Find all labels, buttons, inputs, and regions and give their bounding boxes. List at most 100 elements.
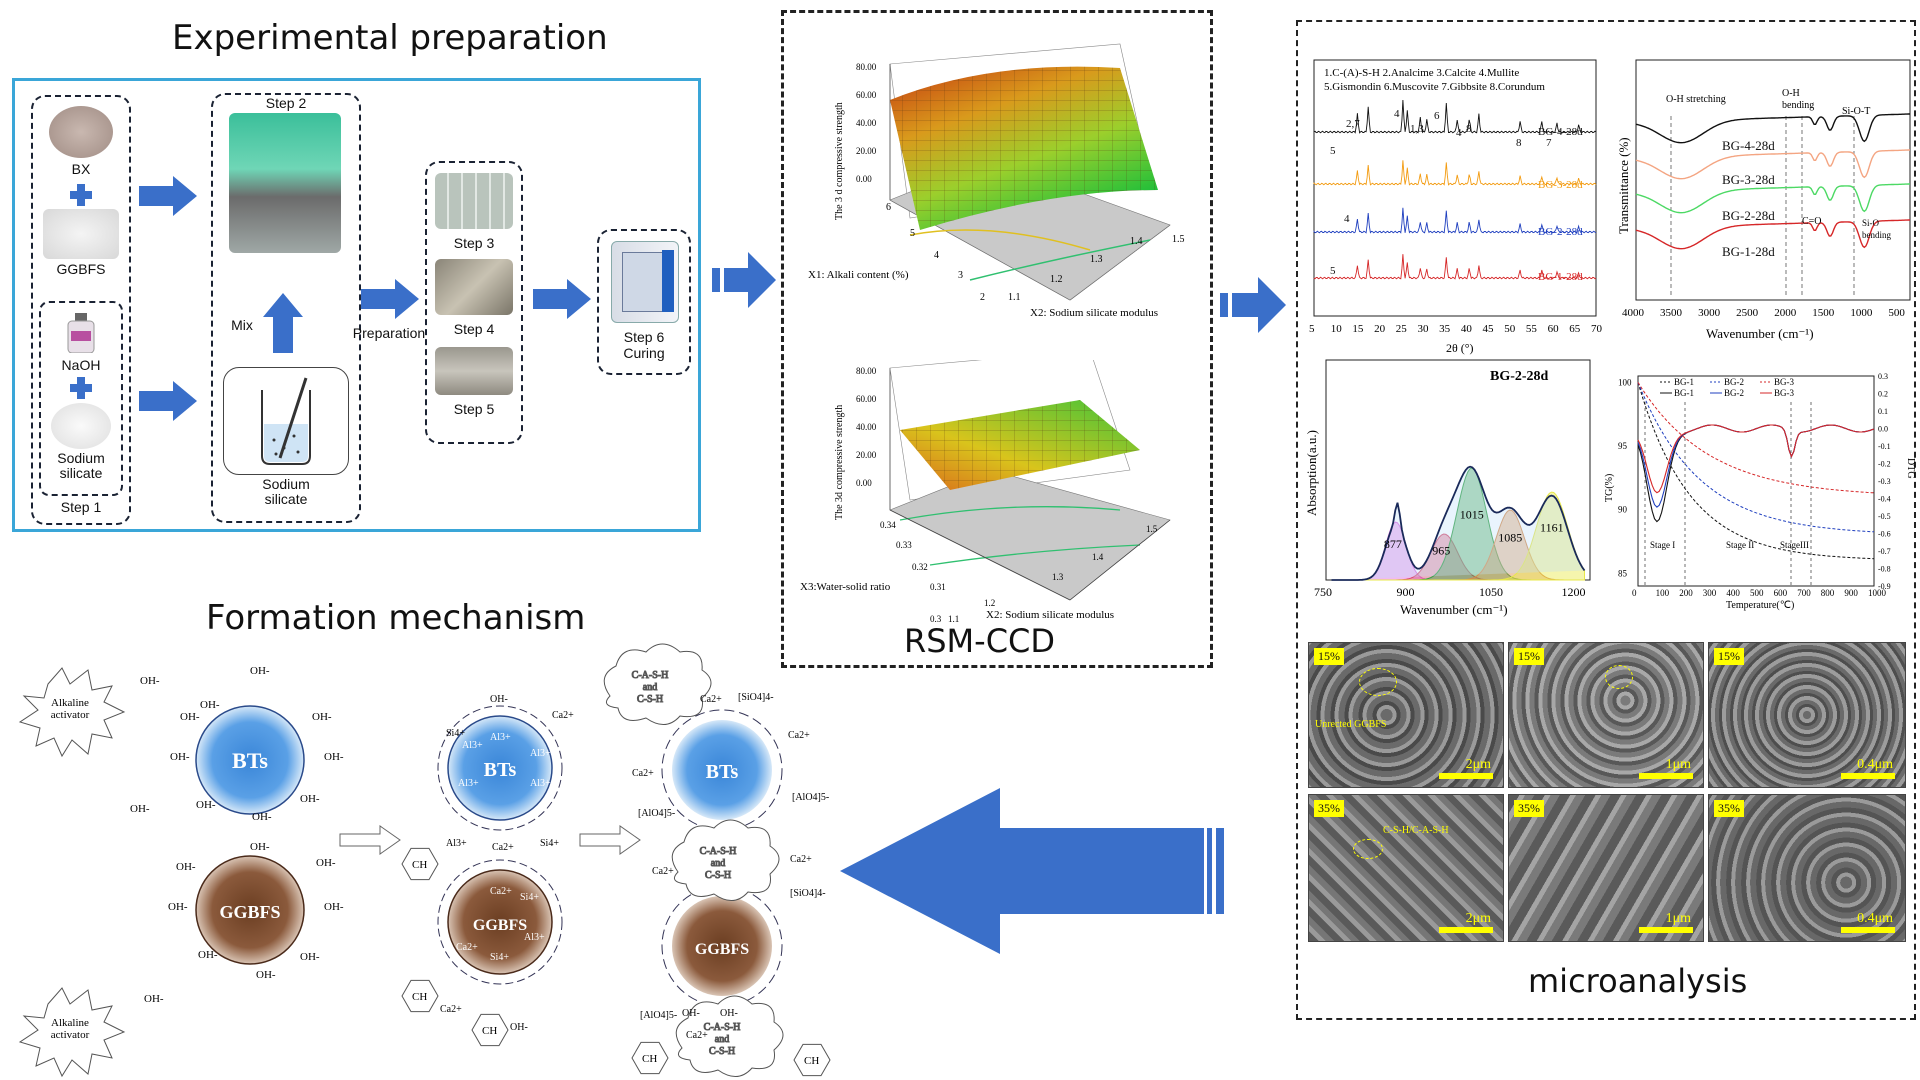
svg-text:1.3: 1.3	[1090, 254, 1103, 265]
svg-text:20.00: 20.00	[856, 450, 877, 460]
ftir-xtick: 1000	[1850, 307, 1872, 319]
svg-text:1.4: 1.4	[1130, 236, 1143, 247]
rsm1-zlabel: The 3 d compressive strength	[834, 102, 845, 220]
oh-label: OH-	[198, 949, 218, 961]
step5-label: Step 5	[453, 401, 495, 417]
arrow-to-micro	[1220, 277, 1286, 333]
tg-ytick: 85	[1618, 568, 1628, 578]
ch-hexagon	[631, 1041, 669, 1075]
oh-label: OH-	[324, 901, 344, 913]
naoh-bottle-icon	[65, 313, 97, 354]
sem-image-4: 35%2μm C-S-H/C-A-S-H	[1308, 794, 1504, 942]
tg-y2tick: 0.2	[1878, 390, 1888, 399]
svg-text:Ca2+: Ca2+	[552, 710, 574, 721]
oh-label: OH-	[196, 799, 216, 811]
svg-text:BG-1: BG-1	[1674, 377, 1694, 387]
oh-label: OH-	[300, 951, 320, 963]
rsm2-xticks: 0.34 0.33 0.32 0.31 0.3	[880, 520, 946, 624]
sem-image-2: 15%1μm	[1508, 642, 1704, 788]
beaker-label: Sodium silicate	[262, 476, 310, 507]
tg-y2tick: -0.9	[1878, 582, 1891, 591]
svg-text:0.00: 0.00	[856, 478, 872, 488]
tg-xtick: 700	[1797, 588, 1811, 598]
xrd-xtick: 65	[1569, 323, 1581, 335]
xrd-xtick: 35	[1439, 323, 1451, 335]
ftir-series-2	[1635, 183, 1910, 214]
xrd-xlabel: 2θ (°)	[1446, 341, 1474, 355]
oh-label: OH-	[130, 803, 150, 815]
svg-text:4: 4	[934, 250, 939, 261]
tg-legend: BG-1 BG-2 BG-3 BG-1 BG-2 BG-3	[1660, 377, 1794, 398]
svg-text:Ca2+: Ca2+	[652, 866, 674, 877]
svg-text:1.2: 1.2	[984, 598, 995, 608]
xrd-xtick: 55	[1526, 323, 1538, 335]
svg-text:Ca2+: Ca2+	[790, 854, 812, 865]
step2-box	[211, 93, 361, 523]
xrd-legend-line1: 1.C-(A)-S-H 2.Analcime 3.Calcite 4.Mulli…	[1324, 67, 1519, 79]
ggbfs-label-2: GGBFS	[473, 917, 527, 934]
svg-text:Si4+: Si4+	[490, 952, 509, 963]
svg-text:8: 8	[1466, 123, 1472, 135]
step1-label: Step 1	[60, 499, 102, 515]
rsm1-ylabel: X2: Sodium silicate modulus	[1030, 307, 1158, 319]
svg-text:5: 5	[1330, 145, 1336, 157]
svg-text:Ca2+: Ca2+	[700, 694, 722, 705]
starburst-alkaline-2	[18, 987, 126, 1078]
rsm2-zlabel: The 3d compressive strength	[834, 405, 845, 520]
sodium-silicate-photo	[51, 403, 111, 449]
svg-text:BG-3-28d: BG-3-28d	[1722, 172, 1775, 187]
tg-ylabel: TG(%)	[1604, 474, 1615, 502]
dtg-curve-1	[1637, 424, 1875, 508]
svg-text:0.34: 0.34	[880, 520, 896, 530]
beaker-icon	[261, 377, 311, 465]
oh-label: OH-	[312, 711, 332, 723]
step6-box	[597, 229, 691, 375]
svg-text:0.33: 0.33	[896, 540, 912, 550]
sodium-silicate-label: Sodium silicate	[57, 450, 105, 481]
svg-text:[SiO4]4-: [SiO4]4-	[738, 692, 774, 703]
bts-label-2: BTs	[484, 759, 517, 781]
rsm2-yticks: 1.1 1.2 1.3 1.4 1.5	[948, 524, 1158, 624]
xrd-xtick: 15	[1352, 323, 1364, 335]
ch-label: CH	[642, 1053, 657, 1065]
svg-text:0.00: 0.00	[856, 174, 872, 184]
svg-text:OH-: OH-	[682, 1008, 700, 1019]
deconv-xtick: 750	[1314, 585, 1332, 599]
svg-text:3: 3	[958, 270, 963, 281]
tg-xtick: 300	[1703, 588, 1717, 598]
ftir-xtick: 500	[1888, 307, 1905, 319]
xrd-series-1	[1313, 160, 1597, 186]
svg-text:80.00: 80.00	[856, 366, 877, 376]
svg-text:Al3+: Al3+	[446, 838, 467, 849]
svg-text:4: 4	[1394, 108, 1400, 120]
svg-text:BG-2-28d: BG-2-28d	[1722, 208, 1775, 223]
step4-label: Step 4	[453, 321, 495, 337]
tg-curve-2	[1637, 382, 1875, 494]
xrd-xtick: 50	[1504, 323, 1516, 335]
step2-label: Step 2	[265, 95, 307, 111]
tg-xtick: 500	[1750, 588, 1764, 598]
arrow-up-mix	[263, 293, 303, 353]
ftir-xtick: 2000	[1774, 307, 1797, 319]
xrd-xtick: 70	[1591, 323, 1603, 335]
prep-panel: BX GGBFS NaOH Sodium silicate Step 1 Ste…	[12, 78, 701, 532]
ftir-ann-co: C=O	[1802, 216, 1822, 227]
micro-panel	[1296, 20, 1916, 1020]
oh-label: OH-	[200, 699, 220, 711]
ftir-xlabel: Wavenumber (cm⁻¹)	[1706, 326, 1814, 341]
ftir-xtick: 1500	[1812, 307, 1835, 319]
tg-xtick: 100	[1656, 588, 1670, 598]
svg-text:Ca2+: Ca2+	[440, 1004, 462, 1015]
bx-powder-photo	[49, 106, 113, 158]
ch-hexagon	[471, 1013, 509, 1047]
svg-text:BG-3-28d: BG-3-28d	[1538, 179, 1583, 191]
svg-text:Al3+: Al3+	[530, 748, 551, 759]
rsm1-xticks: 6 5 4 3 2	[886, 202, 985, 303]
svg-text:5: 5	[1330, 265, 1336, 277]
beaker-box	[223, 367, 349, 475]
svg-text:[AlO4]5-: [AlO4]5-	[640, 1010, 677, 1021]
step5-photo	[435, 347, 513, 395]
tg-xtick: 800	[1821, 588, 1835, 598]
